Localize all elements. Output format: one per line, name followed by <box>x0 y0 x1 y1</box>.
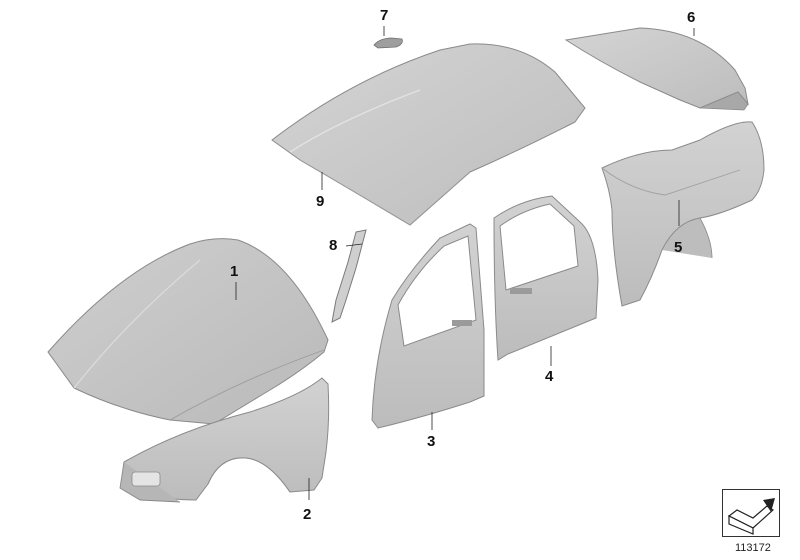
callout-7[interactable]: 7 <box>380 7 389 24</box>
arrow-box-icon <box>722 489 780 537</box>
a-pillar-trim-part[interactable] <box>331 229 367 323</box>
front-fender-part[interactable] <box>119 377 330 503</box>
callout-8[interactable]: 8 <box>329 237 338 254</box>
antenna-cover-part[interactable] <box>373 37 403 49</box>
callout-6[interactable]: 6 <box>687 9 696 26</box>
callout-3[interactable]: 3 <box>427 433 436 450</box>
callout-2[interactable]: 2 <box>303 506 312 523</box>
hood-part[interactable] <box>47 238 329 425</box>
callout-1[interactable]: 1 <box>230 263 239 280</box>
rear-side-panel-part[interactable] <box>601 121 765 307</box>
callout-5[interactable]: 5 <box>674 239 683 256</box>
callout-4[interactable]: 4 <box>545 368 554 385</box>
callout-9[interactable]: 9 <box>316 193 325 210</box>
front-door-part[interactable] <box>371 223 485 429</box>
rear-door-part[interactable] <box>493 195 599 361</box>
roof-panel-part[interactable] <box>271 43 586 226</box>
trunk-lid-part[interactable] <box>564 27 749 111</box>
reference-number: 113172 <box>735 542 771 554</box>
leader-lines <box>235 26 695 500</box>
